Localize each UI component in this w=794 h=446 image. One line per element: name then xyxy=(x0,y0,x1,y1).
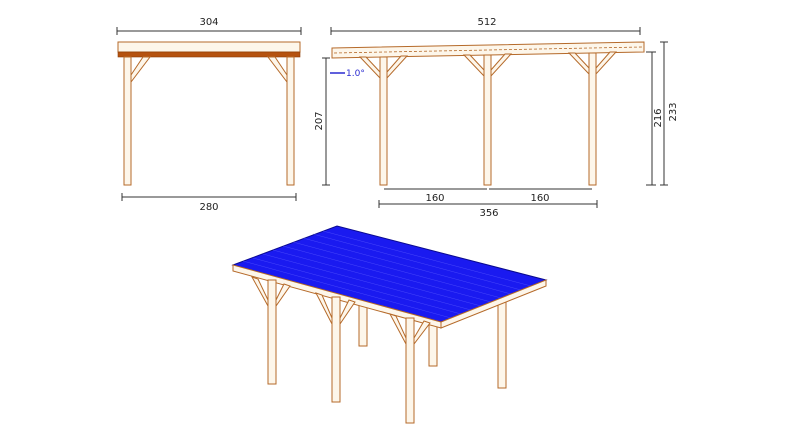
side-view: 512 1.0° 207 216 233 xyxy=(314,17,679,219)
front-brace-left xyxy=(130,56,152,84)
side-post-3 xyxy=(588,52,597,186)
roof-slope-label: 1.0° xyxy=(346,69,365,79)
post-height-dimension: 207 xyxy=(314,57,330,186)
slope-indicator: 1.0° xyxy=(330,69,365,79)
front-post-left xyxy=(123,56,132,186)
outer-height-dimension: 233 xyxy=(660,41,679,186)
roof-ribs xyxy=(242,230,532,319)
front-view: 304 280 xyxy=(116,17,302,213)
side-length-label: 512 xyxy=(477,17,496,28)
front-width-bottom-label: 280 xyxy=(199,202,218,213)
post-height-label: 207 xyxy=(314,111,325,130)
front-brace-right xyxy=(266,56,288,84)
front-roof-edge xyxy=(117,41,301,53)
roof-side-edge xyxy=(440,279,547,329)
side-top-dimension: 512 xyxy=(330,17,641,35)
front-beam xyxy=(117,51,301,58)
span-1-label: 160 xyxy=(425,193,444,204)
perspective-posts-front xyxy=(250,276,431,424)
inner-height-dimension: 216 xyxy=(646,51,664,186)
front-bottom-dimension: 280 xyxy=(121,193,297,213)
outer-height-label: 233 xyxy=(668,102,679,121)
perspective-view xyxy=(231,225,548,424)
span-dimensions: 160 160 356 xyxy=(378,188,598,219)
span-2-label: 160 xyxy=(530,193,549,204)
front-width-top-label: 304 xyxy=(199,17,218,28)
side-post-1 xyxy=(379,56,388,186)
side-post-2 xyxy=(483,54,492,186)
post-span-total-label: 356 xyxy=(479,208,498,219)
side-roof xyxy=(331,41,645,59)
front-top-dimension: 304 xyxy=(116,17,302,35)
inner-height-label: 216 xyxy=(653,108,664,127)
side-braces xyxy=(358,51,618,80)
front-post-right xyxy=(286,56,295,186)
